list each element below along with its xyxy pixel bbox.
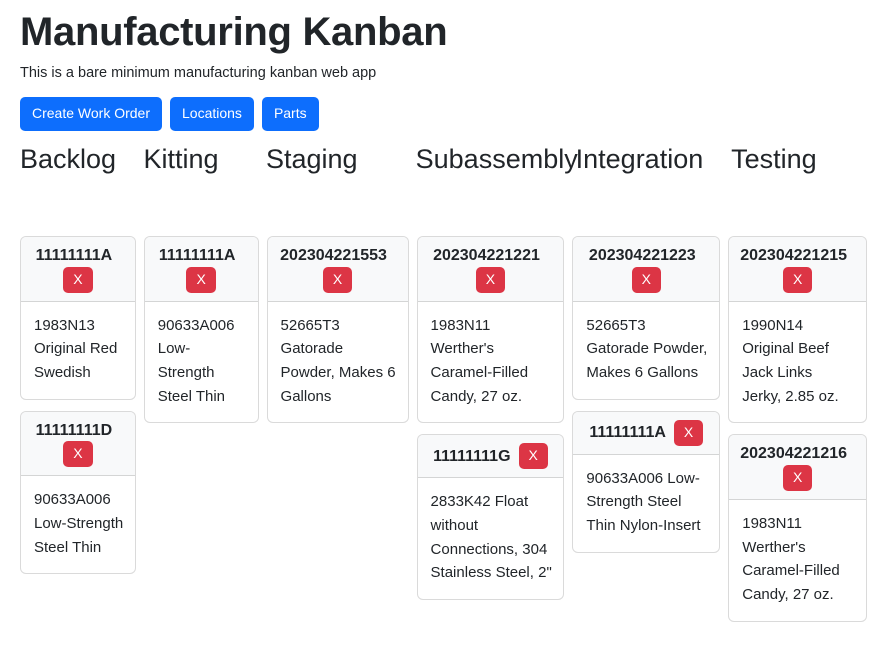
card-header: 11111111A X [144,237,258,302]
card-part-description: 1990N14 Original Beef Jack Links Jerky, … [742,316,839,405]
card-header: 202304221223X [573,237,720,302]
work-order-card[interactable]: 11111111A X 1983N13 Original Red Swedish [20,236,136,400]
work-order-card[interactable]: 202304221215X 1990N14 Original Beef Jack… [728,236,868,424]
work-order-id: 11111111A [158,247,236,264]
column-integration[interactable]: 202304221223X 52665T3 Gatorade Powder, M… [572,236,728,564]
card-header: 11111111G X [417,435,564,479]
kanban-board: 11111111AX 1983N13 Original Red Swedish … [0,186,875,633]
work-order-id: 11111111D [35,421,113,439]
delete-card-button[interactable]: X [782,464,813,491]
work-order-id: 202304221215 [740,247,848,264]
column-kitting[interactable]: 11111111A X 90633A006 Low-Strength Steel … [143,236,267,434]
delete-card-button[interactable]: X [63,441,93,468]
column-subassembly[interactable]: 202304221221X 1983N11 Werther's Caramel-… [416,236,573,611]
work-order-card[interactable]: 11111111A X 90633A006 Low-Strength Steel … [572,410,721,553]
card-header: 202304221553X [267,237,408,302]
work-order-id: 11111111A [589,423,666,441]
locations-button[interactable]: Locations [170,97,254,131]
card-part-description: 1983N13 Original Red Swedish [34,316,118,381]
work-order-card[interactable]: 11111111D X 90633A006 Low-Strength Steel … [20,410,136,575]
create-work-order-button[interactable]: Create Work Order [20,97,162,131]
column-header-staging: Staging [266,131,416,175]
column-staging[interactable]: 202304221553X 52665T3 Gatorade Powder, M… [266,236,417,434]
card-part-description: 52665T3 Gatorade Powder, Makes 6 Gallons [280,316,396,405]
card-part-description: 52665T3 Gatorade Powder, Makes 6 Gallons [586,316,708,381]
column-header-subassembly: Subassembly [415,131,578,175]
card-part-description: 90633A006 Low-Strength Steel Thin [157,316,235,405]
column-title: Integration [575,144,704,174]
card-part-description: 90633A006 Low-Strength Steel Thin [34,491,124,556]
delete-card-button[interactable]: X [631,266,661,293]
card-header: 202304221221X [417,237,564,302]
card-header: 202304221216X [729,435,867,500]
card-header: 11111111A X [21,237,135,302]
work-order-id: 202304221553 [280,247,387,264]
page-subtitle: This is a bare minimum manufacturing kan… [20,65,377,81]
column-backlog[interactable]: 11111111AX 1983N13 Original Red Swedish … [20,236,144,585]
page-title: Manufacturing Kanban [20,10,448,54]
work-order-card[interactable]: 202304221553X 52665T3 Gatorade Powder, M… [266,236,409,424]
column-header-backlog: Backlog [20,131,143,175]
delete-card-button[interactable]: X [475,266,506,293]
work-order-id: 202304221216 [740,445,848,463]
card-header: 11111111D X [21,411,135,477]
work-order-id: 11111111G [433,447,511,465]
work-order-card[interactable]: 202304221221X 1983N11 Werther's Caramel-… [416,236,565,424]
column-title: Staging [265,144,358,174]
column-title: Kitting [143,144,219,174]
work-order-card[interactable]: 202304221216X 1983N11 Werther's Caramel-… [728,434,868,622]
column-testing[interactable]: 202304221215X 1990N14 Original Beef Jack… [728,236,875,633]
column-title: Backlog [20,144,117,174]
card-part-description: 1983N11 Werther's Caramel-Filled Candy, … [742,514,840,603]
work-order-card[interactable]: 11111111A X 90633A006 Low-Strength Steel … [143,236,259,424]
card-part-description: 90633A006 Low-Strength Steel Thin Nylon-… [586,469,701,535]
card-header: 202304221215X [729,237,867,302]
column-header-integration: Integration [576,131,732,175]
delete-card-button[interactable]: X [322,266,353,293]
kanban-page: Manufacturing Kanban This is a bare mini… [0,10,895,633]
work-order-id: 11111111A [35,247,113,264]
work-order-id: 202304221223 [588,247,696,264]
delete-card-button[interactable]: X [518,443,548,470]
card-part-description: 1983N11 Werther's Caramel-Filled Candy, … [430,316,529,405]
work-order-id: 202304221221 [433,247,540,264]
column-title: Testing [731,144,817,174]
column-header-testing: Testing [731,131,875,175]
work-order-card[interactable]: 11111111G X 2833K42 Float without Connect… [416,434,565,601]
card-header: 11111111A X [573,411,720,455]
nav-button-bar: Create Work Order Locations Parts [0,81,895,131]
column-title: Subassembly [415,144,578,174]
card-part-description: 2833K42 Float without Connections, 304 S… [430,493,552,582]
delete-card-button[interactable]: X [673,419,704,446]
work-order-card[interactable]: 202304221223X 52665T3 Gatorade Powder, M… [572,236,721,400]
column-header-kitting: Kitting [143,131,266,175]
delete-card-button[interactable]: X [782,266,813,293]
kanban-column-headers: Backlog Kitting Staging Subassembly Inte… [0,131,875,186]
delete-card-button[interactable]: X [63,266,93,293]
delete-card-button[interactable]: X [186,266,216,293]
parts-button[interactable]: Parts [261,97,319,131]
